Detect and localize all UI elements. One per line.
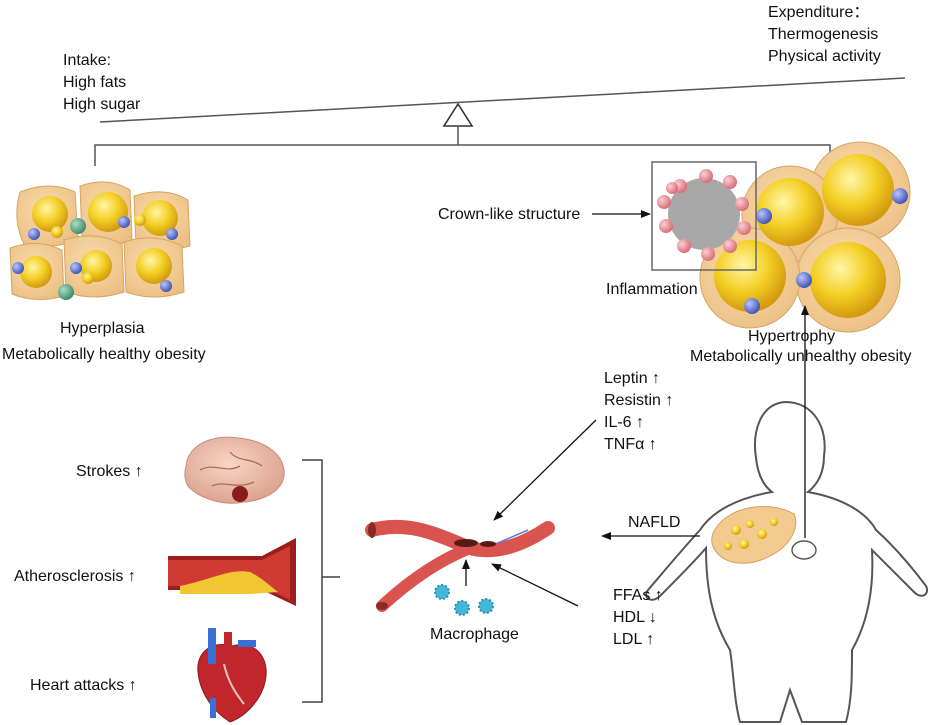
strokes-label: Strokes ↑	[76, 463, 143, 480]
brain-icon	[184, 436, 285, 504]
healthy-obesity-label: Metabolically healthy obesity	[2, 346, 206, 363]
balance-scale	[94, 77, 906, 166]
crown-like-structure	[651, 161, 757, 271]
crown-label: Crown-like structure	[438, 206, 581, 223]
macrophages	[434, 584, 494, 616]
intake-label: Intake: High fats High sugar	[63, 52, 141, 113]
macrophage-label: Macrophage	[430, 626, 519, 643]
atherosclerosis-label: Atherosclerosis ↑	[14, 568, 136, 585]
outcome-bracket	[302, 459, 323, 703]
unhealthy-obesity-label: Metabolically unhealthy obesity	[690, 348, 912, 365]
hypertrophy-fat-cells	[699, 141, 911, 333]
expenditure-label: Expenditure： Thermogenesis Physical acti…	[768, 4, 881, 65]
hyperplasia-fat-cells	[9, 181, 191, 300]
inflammation-label: Inflammation	[606, 281, 698, 298]
hyperplasia-label: Hyperplasia	[60, 320, 145, 337]
heart-icon	[197, 628, 267, 723]
blood-vessel	[365, 519, 555, 612]
adipokine-list: Leptin ↑ Resistin ↑ IL-6 ↑ TNFα ↑	[604, 370, 674, 453]
flow-arrows	[462, 305, 809, 607]
nafld-label: NAFLD	[628, 514, 681, 531]
hypertrophy-label: Hypertrophy	[748, 328, 836, 345]
lipid-list: FFAs ↑ HDL ↓ LDL ↑	[613, 587, 663, 648]
fatty-liver	[711, 506, 797, 564]
heart-attacks-label: Heart attacks ↑	[30, 677, 137, 694]
artery-icon	[168, 538, 296, 606]
obese-body-silhouette	[645, 400, 928, 723]
